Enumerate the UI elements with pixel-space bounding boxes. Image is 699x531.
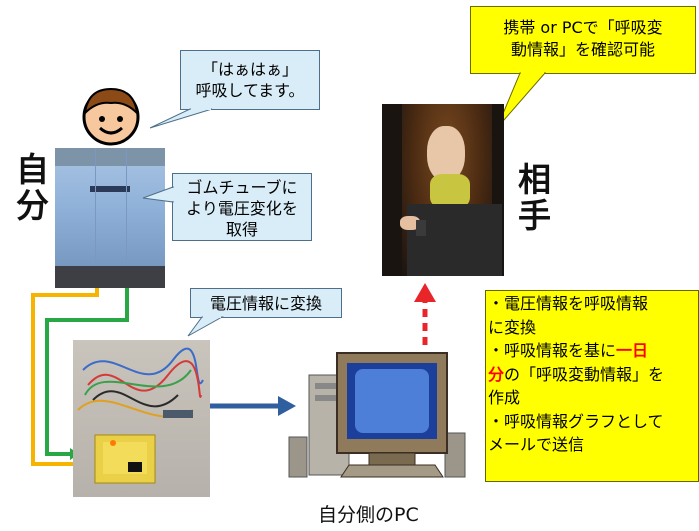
voltage-conversion-bubble: 電圧情報に変換 xyxy=(190,288,342,318)
process-line-5: 作成 xyxy=(488,388,521,407)
process-line-1: ・電圧情報を呼吸情報 xyxy=(488,294,649,313)
partner-label: 相 手 xyxy=(518,160,551,235)
pc-computer-icon xyxy=(288,352,466,478)
process-line-4: 分の「呼吸変動情報」を xyxy=(488,364,665,384)
pc-caption: 自分側のPC xyxy=(318,504,419,526)
smiley-face-icon xyxy=(82,87,140,146)
process-line-6: ・呼吸情報グラフとして xyxy=(488,411,664,431)
process-description-box: ・電圧情報を呼吸情報 に変換 ・呼吸情報を基に一日 分の「呼吸変動情報」を 作成… xyxy=(485,290,699,482)
partner-photo xyxy=(382,104,504,276)
process-line-7: メールで送信 xyxy=(488,435,585,454)
rubber-tube-speech-bubble: ゴムチューブに より電圧変化を 取得 xyxy=(172,173,312,241)
phone-check-callout: 携帯 or PCで「呼吸変 動情報」を確認可能 xyxy=(470,6,696,74)
self-label: 自 分 xyxy=(16,150,49,225)
process-line-2: に変換 xyxy=(488,317,537,337)
circuit-photo xyxy=(73,340,210,497)
breathing-speech-bubble: 「はぁはぁ」 呼吸してます。 xyxy=(180,50,320,110)
self-photo xyxy=(55,148,165,288)
process-line-3: ・呼吸情報を基に一日 xyxy=(488,341,649,360)
